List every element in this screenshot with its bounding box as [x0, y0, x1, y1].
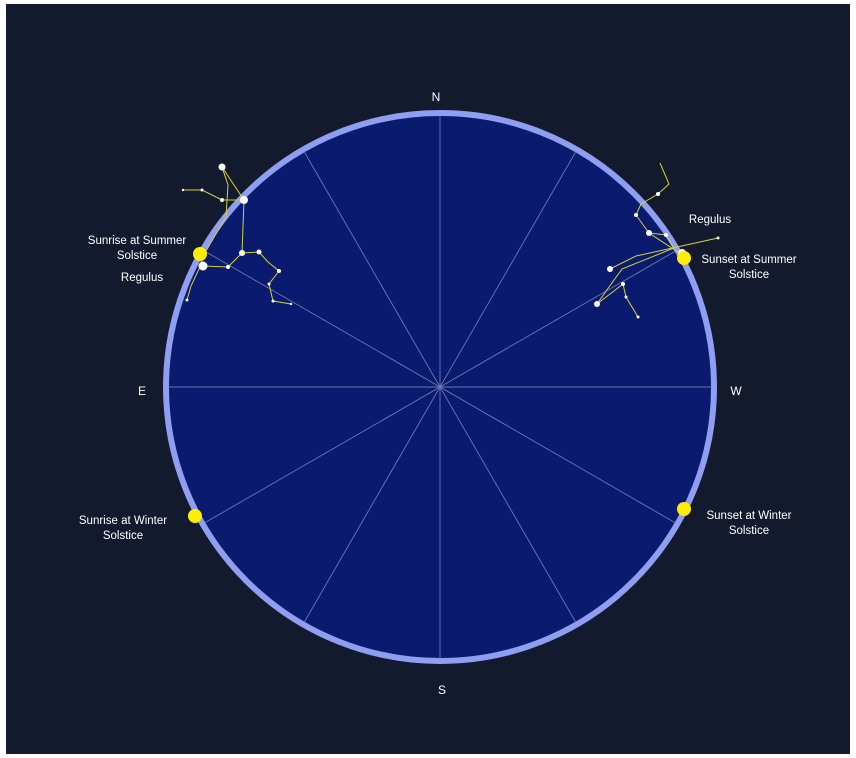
sun-sunrise-summer	[193, 247, 207, 261]
compass-south-label: S	[438, 683, 446, 697]
star	[664, 233, 668, 237]
star	[277, 269, 281, 273]
star	[181, 188, 185, 192]
sun-sunset-winter	[677, 502, 691, 516]
label-sunset-summer-line1: Sunset at Summer	[701, 254, 796, 266]
label-sunset-winter-line2: Solstice	[729, 525, 769, 537]
leo-east-lines-3	[202, 199, 245, 268]
star	[226, 265, 230, 269]
star	[256, 249, 262, 255]
star	[624, 295, 628, 299]
star	[240, 196, 248, 204]
constellation-leo-east	[181, 163, 293, 306]
label-sunrise-summer-line1: Sunrise at Summer	[88, 235, 187, 247]
star	[271, 299, 275, 303]
star	[220, 198, 224, 202]
label-sunset-winter-line1: Sunset at Winter	[706, 510, 791, 522]
radial-line-150	[303, 151, 577, 623]
sun-sunset-summer	[677, 251, 691, 265]
star	[200, 188, 204, 192]
star	[218, 163, 226, 171]
star	[289, 302, 293, 306]
compass-west-label: W	[730, 384, 742, 398]
star	[646, 230, 652, 236]
star	[185, 298, 189, 302]
star	[621, 282, 625, 286]
leo-west-lines-2	[596, 232, 675, 305]
compass-north-label: N	[432, 90, 441, 104]
star	[239, 250, 245, 256]
constellation-leo-west	[594, 162, 720, 319]
star	[607, 266, 613, 272]
label-regulus-west: Regulus	[689, 214, 731, 226]
sun-sunrise-winter	[188, 509, 202, 523]
star	[636, 315, 640, 319]
label-sunrise-summer-line2: Solstice	[117, 250, 157, 262]
regulus-star-east	[198, 261, 208, 271]
label-regulus-east: Regulus	[121, 272, 163, 284]
star	[267, 282, 271, 286]
leo-west-lines-4	[609, 237, 719, 270]
horizon-diagram: N S E W	[79, 90, 797, 697]
star	[716, 236, 720, 240]
label-sunrise-winter-line1: Sunrise at Winter	[79, 515, 167, 527]
compass-east-label: E	[138, 384, 146, 398]
label-sunrise-winter-line2: Solstice	[103, 530, 143, 542]
leo-east-lines-2	[183, 166, 245, 201]
diagram-frame: N S E W	[6, 4, 850, 754]
star	[656, 192, 660, 196]
leo-west-lines-3	[596, 283, 639, 318]
star	[634, 213, 638, 217]
label-sunset-summer-line2: Solstice	[729, 269, 769, 281]
star	[594, 301, 600, 307]
radial-lines	[168, 115, 712, 659]
